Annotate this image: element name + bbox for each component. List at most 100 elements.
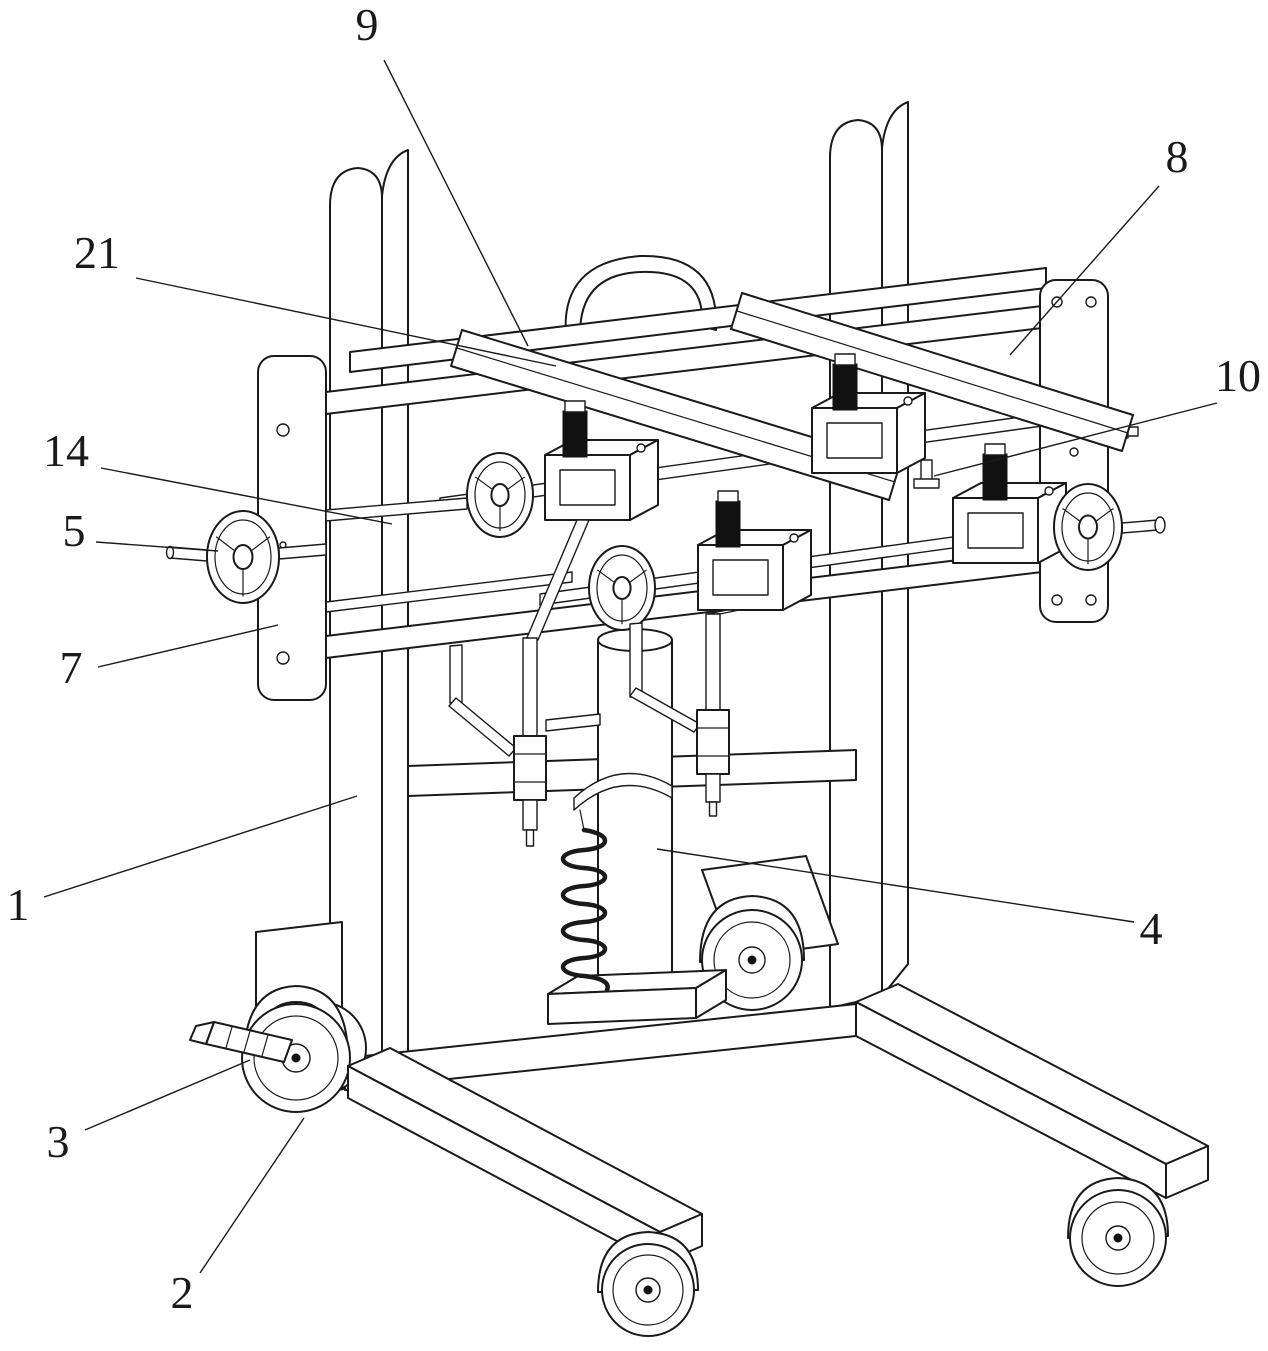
wheel-hub bbox=[232, 544, 254, 570]
rod-connector bbox=[525, 519, 590, 641]
upper-frame bbox=[165, 254, 1166, 701]
leader-line-21 bbox=[135, 277, 557, 367]
block-side bbox=[782, 529, 812, 611]
spring-hanger bbox=[579, 809, 585, 831]
latch-block-10 bbox=[913, 459, 940, 489]
ref-label-8: 8 bbox=[1166, 131, 1189, 182]
ref-label-7: 7 bbox=[60, 642, 83, 693]
ref-label-9: 9 bbox=[356, 0, 379, 50]
incline-tray-8 bbox=[730, 292, 1134, 452]
ref-label-21: 21 bbox=[74, 227, 120, 278]
caster-axle bbox=[291, 1053, 301, 1063]
clamp-pin bbox=[562, 410, 588, 458]
beam-top bbox=[347, 1047, 703, 1233]
center-column-assembly bbox=[547, 628, 727, 1025]
ref-label-10: 10 bbox=[1215, 350, 1261, 401]
hanging-press-rods bbox=[448, 519, 740, 847]
front-right-caster bbox=[1067, 1177, 1169, 1287]
caster-wheel-rim bbox=[713, 921, 791, 999]
base-frame bbox=[189, 749, 1209, 1337]
latch-foot bbox=[913, 478, 940, 489]
base-plate-side bbox=[695, 969, 727, 1019]
clamp-pin bbox=[832, 363, 858, 411]
block-side bbox=[629, 439, 659, 521]
leader-line-10 bbox=[933, 402, 1218, 477]
slider-block-d bbox=[952, 443, 1067, 564]
block-bolt bbox=[636, 443, 646, 453]
slider-block-c bbox=[811, 353, 926, 474]
axle-end bbox=[165, 545, 175, 560]
plate-hole bbox=[276, 651, 290, 665]
left-post-side bbox=[381, 149, 409, 1081]
front-center-caster bbox=[597, 1231, 699, 1337]
leader-line-8 bbox=[1009, 185, 1160, 356]
slider-block-b bbox=[697, 490, 812, 611]
caster-axle bbox=[1113, 1233, 1123, 1243]
wheel-spoke bbox=[475, 476, 492, 490]
ref-label-5: 5 bbox=[63, 505, 86, 556]
caster-wheel-rim bbox=[612, 1254, 684, 1326]
wheel-spoke bbox=[1062, 508, 1080, 522]
beam-front bbox=[347, 1065, 661, 1265]
tray-edge bbox=[736, 310, 1129, 434]
plate-hole bbox=[1051, 594, 1063, 606]
beam-top bbox=[855, 983, 1209, 1165]
press-rod-shaft bbox=[705, 613, 721, 717]
brake-rib bbox=[225, 1026, 233, 1049]
block-window bbox=[559, 469, 616, 506]
caster-wheel-rim bbox=[1081, 1201, 1155, 1275]
handwheel-left bbox=[165, 510, 327, 604]
block-window bbox=[712, 559, 769, 596]
pin-cap bbox=[834, 353, 856, 366]
pin-cap bbox=[564, 400, 586, 413]
block-bolt bbox=[789, 533, 799, 543]
block-bolt bbox=[903, 396, 913, 406]
ref-label-2: 2 bbox=[171, 1267, 194, 1318]
horizontal-link bbox=[545, 713, 601, 732]
rod-tip bbox=[522, 799, 538, 831]
handwheel-mid-lower bbox=[588, 545, 656, 631]
wheel-spoke bbox=[1096, 508, 1114, 522]
cylinder-clamp bbox=[573, 772, 673, 811]
ref-label-14: 14 bbox=[43, 425, 89, 476]
leader-line-9 bbox=[383, 59, 529, 347]
wheel-spoke bbox=[629, 569, 647, 583]
wheel-shaft bbox=[1121, 519, 1159, 534]
pin-cap bbox=[717, 490, 739, 503]
plate-hole bbox=[276, 423, 290, 437]
leader-line-14 bbox=[100, 467, 393, 525]
wheel-spoke bbox=[251, 536, 271, 551]
leader-line-2 bbox=[199, 1117, 305, 1274]
link-strut bbox=[629, 622, 643, 698]
wheel-hub bbox=[490, 483, 510, 507]
wheel-spoke bbox=[597, 569, 615, 583]
plate-hole bbox=[1085, 296, 1097, 308]
block-window bbox=[967, 512, 1024, 549]
block-window bbox=[826, 422, 883, 459]
wheel-spoke bbox=[508, 476, 525, 490]
plate-hole bbox=[1069, 447, 1079, 457]
block-side bbox=[896, 392, 926, 474]
ref-label-3: 3 bbox=[47, 1116, 70, 1167]
left-rear-caster bbox=[189, 985, 367, 1113]
wheel-spoke bbox=[215, 536, 235, 551]
diagonal-brace bbox=[448, 697, 517, 757]
shaft-knob bbox=[1154, 516, 1166, 534]
link-strut bbox=[449, 644, 463, 704]
handwheel-right bbox=[1053, 483, 1166, 571]
carry-handle bbox=[564, 254, 718, 337]
brake-rib bbox=[243, 1030, 251, 1053]
caster-wheel-rim bbox=[253, 1015, 339, 1101]
handwheel-mid-upper bbox=[466, 452, 534, 538]
ref-label-4: 4 bbox=[1140, 903, 1163, 954]
brake-rib bbox=[261, 1034, 269, 1057]
front-right-leg-beam bbox=[855, 983, 1209, 1199]
plate-hole bbox=[1085, 594, 1097, 606]
adjust-rod-14 bbox=[325, 497, 468, 522]
leader-line-3 bbox=[84, 1059, 251, 1131]
caster-axle bbox=[747, 955, 757, 965]
leader-line-1 bbox=[43, 795, 358, 898]
